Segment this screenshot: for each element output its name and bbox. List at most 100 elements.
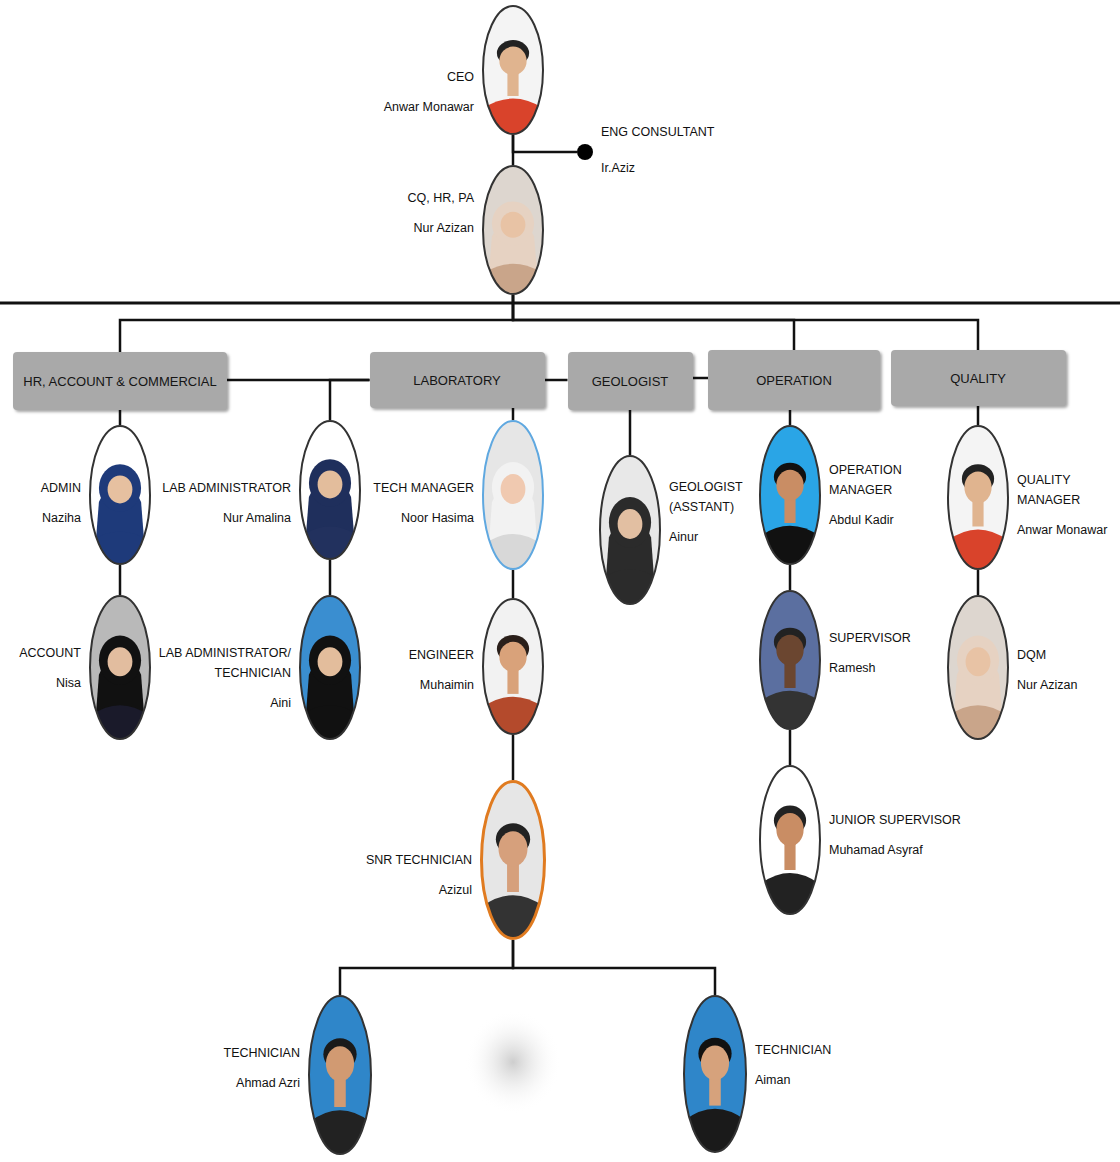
name-text: Muhamad Asyraf bbox=[829, 840, 979, 860]
section-box: GEOLOGIST bbox=[568, 352, 693, 410]
person-label: TECHNICIAN Aiman bbox=[755, 1040, 875, 1090]
person-node: CEOAnwar Monawar bbox=[482, 5, 544, 135]
photo-ellipse bbox=[308, 995, 372, 1155]
person-label: TECHNICIANAhmad Azri bbox=[180, 1043, 300, 1093]
name-text: Muhaimin bbox=[366, 675, 474, 695]
photo-ellipse bbox=[480, 780, 546, 940]
person-label: JUNIOR SUPERVISOR Muhamad Asyraf bbox=[829, 810, 979, 860]
org-connector bbox=[512, 735, 515, 780]
person-label: QUALITY MANAGER Anwar Monawar bbox=[1017, 470, 1113, 540]
name-text: Anwar Monawar bbox=[344, 97, 474, 117]
role-text: TECHNICIAN bbox=[755, 1040, 875, 1060]
name-text: Abdul Kadir bbox=[829, 510, 929, 530]
org-connector bbox=[329, 560, 332, 595]
org-connector bbox=[545, 379, 568, 382]
person-label: ACCOUNT Nisa bbox=[9, 643, 81, 693]
org-connector bbox=[977, 570, 980, 595]
org-connector bbox=[513, 135, 577, 152]
org-connector bbox=[977, 406, 980, 425]
section-box: LABORATORY bbox=[370, 352, 545, 408]
role-text: ADMIN bbox=[9, 478, 81, 498]
person-label: LAB ADMINISTRATORNur Amalina bbox=[151, 478, 291, 528]
person-label: OPERATION MANAGER Abdul Kadir bbox=[829, 460, 929, 530]
person-label: DQM Nur Azizan bbox=[1017, 645, 1107, 695]
org-connector bbox=[340, 940, 513, 995]
photo-ellipse bbox=[299, 595, 361, 740]
org-connector bbox=[512, 570, 515, 598]
org-connector bbox=[789, 730, 792, 765]
role-text: ENG CONSULTANT bbox=[601, 122, 751, 142]
consultant-dot: ENG CONSULTANTIr.Aziz bbox=[577, 144, 593, 160]
photo-ellipse bbox=[759, 425, 821, 565]
photo-ellipse bbox=[599, 455, 661, 605]
org-connector bbox=[629, 410, 632, 455]
person-label: CEO Anwar Monawar bbox=[344, 67, 474, 117]
photo-ellipse bbox=[482, 5, 544, 135]
role-text: CEO bbox=[344, 67, 474, 87]
person-node: DQMNur Azizan bbox=[947, 595, 1009, 740]
role-text: GEOLOGIST (ASSTANT) bbox=[669, 477, 751, 517]
person-node: LAB ADMINISTRATOR/ TECHNICIANAini bbox=[299, 595, 361, 740]
role-text: ACCOUNT bbox=[9, 643, 81, 663]
photo-ellipse bbox=[759, 590, 821, 730]
name-text: Anwar Monawar bbox=[1017, 520, 1113, 540]
role-text: DQM bbox=[1017, 645, 1107, 665]
role-text: SNR TECHNICIAN bbox=[352, 850, 472, 870]
section-label: HR, ACCOUNT & COMMERCIAL bbox=[23, 374, 216, 389]
section-box: OPERATION bbox=[708, 350, 880, 410]
org-connector bbox=[789, 565, 792, 590]
person-node: TECH MANAGERNoor Hasima bbox=[482, 420, 544, 570]
role-text: ENGINEER bbox=[366, 645, 474, 665]
person-node: GEOLOGIST (ASSTANT)Ainur bbox=[599, 455, 661, 605]
photo-ellipse bbox=[947, 595, 1009, 740]
photo-ellipse bbox=[947, 425, 1009, 570]
role-text: LAB ADMINISTRATOR bbox=[151, 478, 291, 498]
person-label: SNR TECHNICIAN Azizul bbox=[352, 850, 472, 900]
role-text: SUPERVISOR bbox=[829, 628, 959, 648]
org-connector bbox=[513, 295, 794, 350]
photo-ellipse bbox=[482, 598, 544, 735]
person-label: CQ, HR, PA Nur Azizan bbox=[344, 188, 474, 238]
person-label: ENG CONSULTANT Ir.Aziz bbox=[601, 122, 751, 178]
org-connector bbox=[119, 410, 122, 425]
photo-ellipse bbox=[89, 595, 151, 740]
person-node: JUNIOR SUPERVISORMuhamad Asyraf bbox=[759, 765, 821, 915]
photo-ellipse bbox=[89, 425, 151, 565]
name-text: Nur Azizan bbox=[1017, 675, 1107, 695]
role-text: LAB ADMINISTRATOR/ TECHNICIAN bbox=[151, 643, 291, 683]
name-text: Ramesh bbox=[829, 658, 959, 678]
org-connector bbox=[120, 295, 513, 352]
person-node: TECHNICIANAiman bbox=[683, 995, 747, 1153]
section-box: HR, ACCOUNT & COMMERCIAL bbox=[13, 352, 227, 410]
person-node: LAB ADMINISTRATORNur Amalina bbox=[299, 420, 361, 560]
name-text: Ir.Aziz bbox=[601, 158, 751, 178]
role-text: OPERATION MANAGER bbox=[829, 460, 929, 500]
person-node: TECHNICIANAhmad Azri bbox=[308, 995, 372, 1155]
name-text: Ainur bbox=[669, 527, 751, 547]
name-text: Nisa bbox=[9, 673, 81, 693]
person-node: QUALITY MANAGERAnwar Monawar bbox=[947, 425, 1009, 570]
role-text: JUNIOR SUPERVISOR bbox=[829, 810, 979, 830]
photo-ellipse bbox=[299, 420, 361, 560]
person-node: SUPERVISORRamesh bbox=[759, 590, 821, 730]
person-label: ADMINNaziha bbox=[9, 478, 81, 528]
divider-line bbox=[0, 302, 1120, 305]
name-text: Aiman bbox=[755, 1070, 875, 1090]
section-label: OPERATION bbox=[756, 373, 832, 388]
org-connector bbox=[513, 295, 978, 350]
blur-placeholder bbox=[465, 1010, 561, 1114]
section-label: LABORATORY bbox=[413, 373, 500, 388]
person-node: ENGINEERMuhaimin bbox=[482, 598, 544, 735]
photo-ellipse bbox=[759, 765, 821, 915]
person-label: GEOLOGIST (ASSTANT) Ainur bbox=[669, 477, 751, 547]
photo-ellipse bbox=[482, 165, 544, 295]
name-text: Azizul bbox=[352, 880, 472, 900]
role-text: QUALITY MANAGER bbox=[1017, 470, 1113, 510]
role-text: CQ, HR, PA bbox=[344, 188, 474, 208]
org-connector bbox=[512, 408, 515, 420]
name-text: Nur Azizan bbox=[344, 218, 474, 238]
org-connector bbox=[513, 940, 715, 995]
photo-ellipse bbox=[482, 420, 544, 570]
